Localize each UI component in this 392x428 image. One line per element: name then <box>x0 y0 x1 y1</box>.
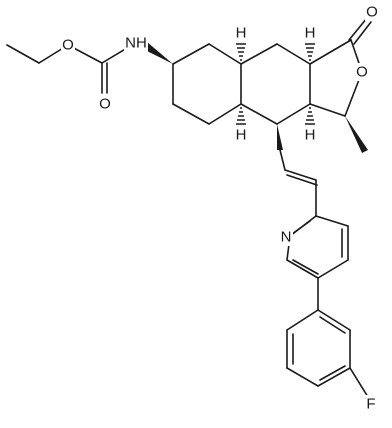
atom-label-oxygen: O <box>99 96 111 113</box>
wedge-bond <box>277 124 283 150</box>
hash-bond <box>305 107 315 125</box>
atom-label-hydrogen: H <box>305 127 316 144</box>
hash-bond <box>305 43 315 61</box>
bonds <box>6 17 372 398</box>
atom-label-hydrogen: H <box>236 25 247 42</box>
atom-label-hydrogen: H <box>236 127 247 144</box>
atom-label-hydrogen: H <box>305 25 316 42</box>
wedge-bond <box>143 42 173 64</box>
wedge-bond <box>345 116 368 153</box>
hash-bond <box>236 43 246 61</box>
stereo-bonds <box>143 42 368 153</box>
atom-label-oxygen: O <box>366 4 378 21</box>
hash-bond <box>236 107 246 125</box>
atom-label-nitrogen: N <box>281 229 292 246</box>
atom-label-oxygen: O <box>62 37 74 54</box>
atom-labels: O NH O O O H H H H N F <box>61 3 379 413</box>
atom-label-fluorine: F <box>366 396 375 413</box>
atom-label-oxygen: O <box>356 64 368 81</box>
atom-label-nh: NH <box>125 35 147 52</box>
